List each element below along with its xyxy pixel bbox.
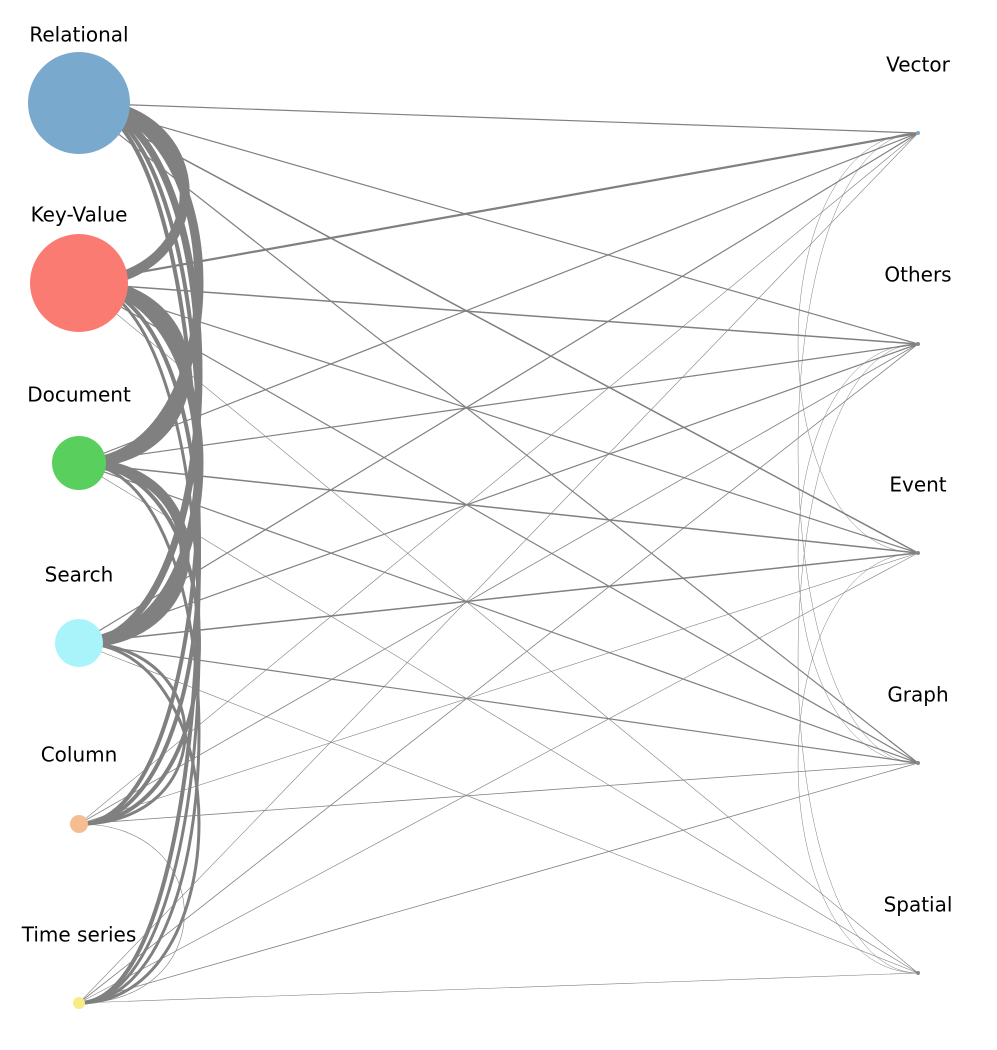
edge-relational-event [78,102,919,554]
edges-layer [73,98,920,1005]
edge-key-value-column [77,281,201,826]
edge-relational-graph [78,102,919,764]
node-others [916,342,920,346]
edge-document-event [78,462,919,554]
node-label-search: Search [45,563,114,587]
node-relational [28,52,130,154]
node-vector [916,131,920,135]
node-label-key-value: Key-Value [31,203,128,227]
edge-time-series-others [78,343,919,1004]
edge-time-series-graph [78,762,919,1004]
edge-search-vector [78,132,919,644]
node-column [70,815,88,833]
edge-document-others [78,343,919,464]
edge-key-value-event [78,282,919,554]
edge-column-graph [78,762,919,825]
edge-column-vector [78,132,919,825]
edge-document-vector [78,132,919,464]
edge-document-spatial [78,462,919,974]
node-spatial [916,971,920,975]
node-label-graph: Graph [887,683,948,707]
edge-search-event [78,552,919,644]
edge-relational-others [78,102,919,345]
edge-column-others [78,343,919,825]
edge-document-graph [78,462,919,764]
edge-event-spatial [797,552,919,974]
node-document [52,436,106,490]
nodes-layer [28,52,920,1009]
edge-search-graph [78,642,919,764]
edge-document-column [77,461,201,826]
labels-layer: RelationalKey-ValueDocumentSearchColumnT… [21,23,953,947]
edge-document-time-series [77,461,201,1005]
edge-search-time-series [77,641,201,1005]
edge-key-value-search [74,278,204,648]
edge-key-value-others [78,282,919,345]
edge-vector-event [797,132,919,554]
node-key-value [30,234,128,332]
edge-key-value-vector [77,131,920,285]
node-label-time-series: Time series [21,923,137,947]
edge-others-graph [797,343,919,764]
edge-relational-search [75,99,203,647]
edge-key-value-spatial [78,282,919,974]
node-search [55,619,103,667]
node-label-spatial: Spatial [884,893,953,917]
node-label-vector: Vector [886,53,951,77]
edge-search-spatial [78,642,919,974]
node-graph [916,761,920,765]
node-event [916,551,920,555]
node-time-series [73,997,85,1009]
edge-time-series-event [78,552,919,1004]
node-label-event: Event [889,473,946,497]
edge-relational-document [74,98,204,468]
edge-key-value-graph [78,282,919,764]
edge-search-others [78,343,919,644]
edge-column-event [78,552,919,825]
node-label-relational: Relational [29,23,128,47]
edge-time-series-vector [78,132,919,1004]
edge-time-series-spatial [78,972,919,1004]
node-label-column: Column [41,743,118,767]
node-label-others: Others [884,263,951,287]
edge-column-time-series [78,823,185,1004]
node-label-document: Document [27,383,131,407]
edge-relational-vector [78,102,919,134]
